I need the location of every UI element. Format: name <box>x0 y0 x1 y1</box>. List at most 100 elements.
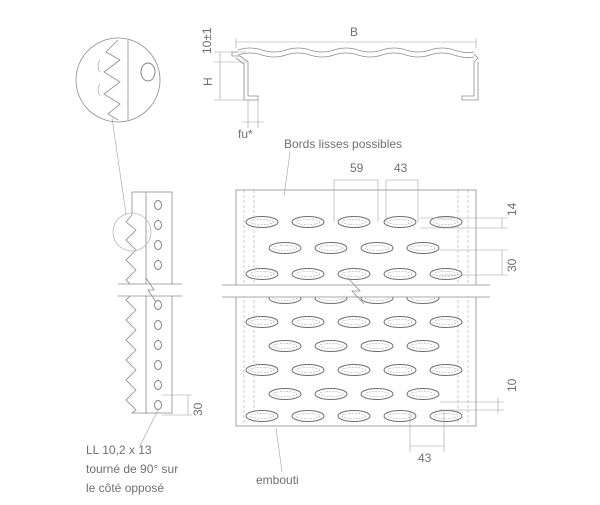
perforation-pattern <box>245 216 463 422</box>
perforation-hole <box>245 268 279 280</box>
label-smooth-edges: Bords lisses possibles <box>284 137 403 151</box>
side-holes <box>154 200 162 410</box>
perforation-hole <box>429 364 463 376</box>
perforation-hole <box>268 340 302 352</box>
perforation-serration <box>295 367 321 373</box>
perforation-hole <box>337 410 371 422</box>
perforation-hole <box>268 242 302 254</box>
perforation-serration <box>364 343 390 349</box>
perforation-serration <box>387 413 413 419</box>
label-width-b: B <box>350 25 359 39</box>
perforation-hole <box>383 410 417 422</box>
perforation-hole <box>337 268 371 280</box>
perforation-serration <box>249 367 275 373</box>
plan-dimensions <box>275 151 508 473</box>
perforation-serration <box>387 319 413 325</box>
perforation-hole <box>314 388 348 400</box>
perforation-serration <box>341 319 367 325</box>
perforation-serration <box>387 271 413 277</box>
perforation-hole <box>406 388 440 400</box>
perforation-serration <box>341 271 367 277</box>
perforation-hole <box>429 216 463 228</box>
perforation-hole <box>383 316 417 328</box>
label-dim-14: 14 <box>505 202 519 216</box>
perforation-serration <box>249 413 275 419</box>
perforation-hole <box>383 268 417 280</box>
label-hole-note-3: le côté opposé <box>86 481 165 495</box>
label-hole-note-1: LL 10,2 x 13 <box>86 443 152 457</box>
plan-view <box>222 189 490 427</box>
perforation-serration <box>433 271 459 277</box>
perforation-hole <box>314 242 348 254</box>
perforation-serration <box>295 319 321 325</box>
perforation-hole <box>383 364 417 376</box>
perforation-serration <box>249 271 275 277</box>
perforation-serration <box>249 319 275 325</box>
label-embossed: embouti <box>256 473 299 487</box>
perforation-serration <box>272 245 298 251</box>
perforation-hole <box>291 410 325 422</box>
perforation-hole <box>406 242 440 254</box>
perforation-serration <box>433 219 459 225</box>
perforation-hole <box>429 268 463 280</box>
label-dim-43-top: 43 <box>394 161 408 175</box>
perforation-serration <box>433 413 459 419</box>
perforation-hole <box>268 388 302 400</box>
perforation-hole <box>360 242 394 254</box>
perforation-serration <box>318 391 344 397</box>
dimension-b <box>235 38 477 48</box>
label-thickness: fu* <box>238 127 253 141</box>
perforation-serration <box>410 343 436 349</box>
perforation-hole <box>291 216 325 228</box>
perforation-hole <box>314 340 348 352</box>
perforation-hole <box>245 364 279 376</box>
label-tolerance: 10±1 <box>200 27 214 54</box>
perforation-hole <box>245 216 279 228</box>
cross-section-profile <box>231 47 479 101</box>
dimension-h <box>214 51 246 101</box>
perforation-hole <box>360 388 394 400</box>
perforation-serration <box>364 295 390 301</box>
detail-magnified <box>75 37 161 123</box>
perforation-hole <box>429 410 463 422</box>
perforation-serration <box>318 343 344 349</box>
label-dim-30-side: 30 <box>191 402 205 416</box>
perforation-hole <box>383 216 417 228</box>
perforation-serration <box>249 219 275 225</box>
perforation-hole <box>291 268 325 280</box>
perforation-serration <box>433 319 459 325</box>
perforation-serration <box>272 391 298 397</box>
perforation-serration <box>295 413 321 419</box>
side-dimension-30 <box>162 394 192 416</box>
perforation-serration <box>341 413 367 419</box>
perforation-serration <box>295 219 321 225</box>
hole-note-leader <box>139 409 159 447</box>
perforation-serration <box>272 343 298 349</box>
label-height-h: H <box>201 77 215 86</box>
label-dim-43-bottom: 43 <box>418 451 432 465</box>
label-dim-30-right: 30 <box>505 258 519 272</box>
perforation-hole <box>291 364 325 376</box>
perforation-hole <box>360 340 394 352</box>
perforation-serration <box>410 295 436 301</box>
side-view <box>111 117 182 414</box>
perforation-serration <box>318 295 344 301</box>
perforation-hole <box>337 316 371 328</box>
perforation-hole <box>337 216 371 228</box>
perforation-serration <box>364 391 390 397</box>
perforation-hole <box>337 364 371 376</box>
perforation-serration <box>410 245 436 251</box>
perforation-serration <box>318 245 344 251</box>
perforation-hole <box>406 340 440 352</box>
perforation-hole <box>245 410 279 422</box>
perforation-serration <box>433 367 459 373</box>
dimension-thickness <box>242 100 264 128</box>
perforation-hole <box>429 316 463 328</box>
perforation-serration <box>410 391 436 397</box>
perforation-serration <box>272 295 298 301</box>
label-hole-note-2: tourné de 90° sur <box>86 462 179 476</box>
perforation-serration <box>364 245 390 251</box>
perforation-serration <box>295 271 321 277</box>
